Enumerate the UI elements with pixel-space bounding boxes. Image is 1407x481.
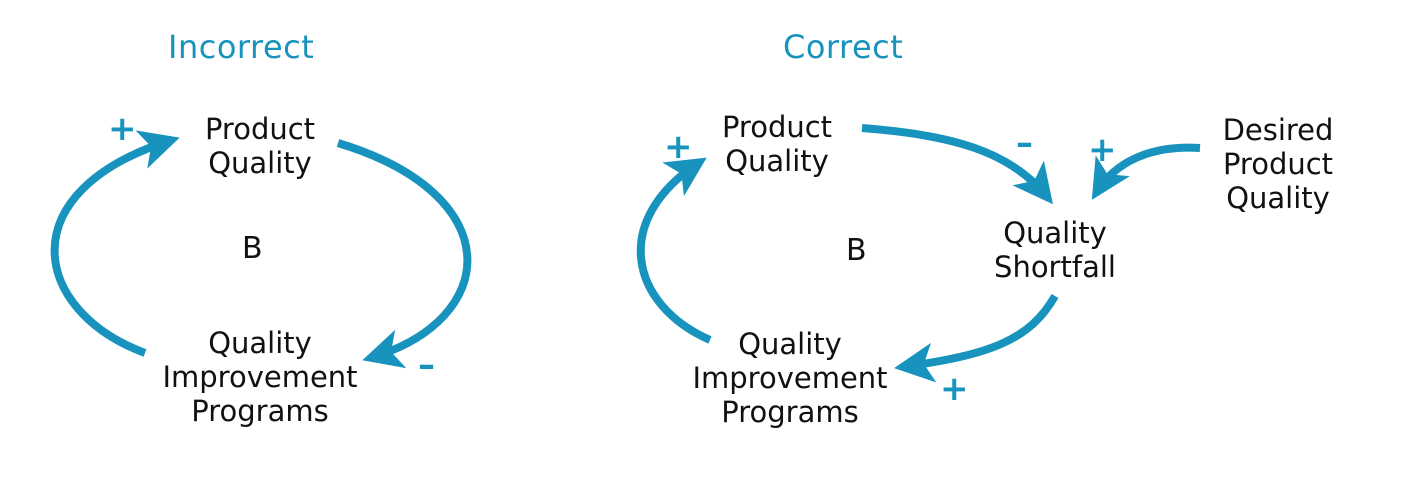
- node-desired-product-quality: Desired Product Quality: [1208, 113, 1348, 215]
- node-label-line: Quality: [1226, 181, 1330, 215]
- node-label-line: Shortfall: [994, 250, 1116, 284]
- node-product-quality: Product Quality: [190, 112, 330, 180]
- node-product-quality: Product Quality: [707, 110, 847, 178]
- correct-heading: Correct: [783, 28, 904, 66]
- link-qip-to-product-quality: [50, 130, 180, 357]
- polarity-sign: +: [664, 127, 693, 167]
- node-label-line: Product: [204, 112, 316, 146]
- link-qip-to-product-quality-correct: [636, 157, 712, 344]
- link-product-quality-to-qip: [336, 139, 472, 369]
- node-label-line: Improvement: [162, 360, 358, 394]
- balancing-loop-label: B: [242, 231, 263, 266]
- link-desired-to-shortfall: [1091, 143, 1201, 200]
- node-label-line: Quality: [208, 326, 312, 360]
- node-quality-improvement-programs: Quality Improvement Programs: [160, 326, 360, 428]
- polarity-sign: +: [940, 369, 969, 409]
- node-label-line: Desired: [1222, 113, 1334, 147]
- node-quality-improvement-programs: Quality Improvement Programs: [690, 327, 890, 429]
- link-shortfall-to-qip: [894, 294, 1059, 383]
- balancing-loop-label: B: [846, 233, 867, 268]
- node-label-line: Product: [1222, 147, 1334, 181]
- node-label-line: Product: [721, 110, 833, 144]
- node-label-line: Quality: [1003, 216, 1107, 250]
- node-label-line: Programs: [721, 395, 859, 429]
- link-product-quality-to-shortfall: [861, 124, 1053, 205]
- node-label-line: Quality: [725, 144, 829, 178]
- node-label-line: Programs: [191, 394, 329, 428]
- node-label-line: Quality: [738, 327, 842, 361]
- polarity-sign: –: [418, 345, 435, 385]
- polarity-sign: –: [1016, 123, 1033, 163]
- node-label-line: Quality: [208, 146, 312, 180]
- incorrect-heading: Incorrect: [168, 28, 315, 66]
- node-label-line: Improvement: [692, 361, 888, 395]
- node-quality-shortfall: Quality Shortfall: [980, 216, 1130, 284]
- polarity-sign: +: [1088, 130, 1117, 170]
- polarity-sign: +: [108, 109, 137, 149]
